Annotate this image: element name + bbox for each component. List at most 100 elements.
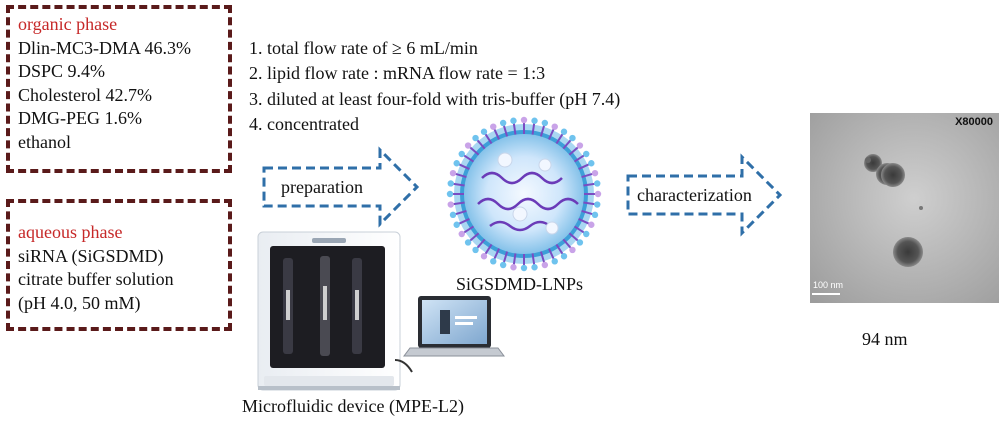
lipid-tail — [468, 146, 480, 156]
lipid-head — [520, 116, 528, 124]
microfluidic-device — [257, 231, 413, 391]
lipid-head — [541, 261, 549, 269]
lipid-tail — [581, 172, 594, 179]
lipid-tail — [512, 253, 517, 266]
lipid-tail — [578, 218, 590, 225]
process-steps: 1. total flow rate of ≥ 6 mL/min 2. lipi… — [249, 36, 620, 138]
lipid-head — [453, 221, 460, 228]
aqueous-component: siRNA (SiGSDMD) — [18, 245, 164, 266]
lipid-tail — [573, 225, 586, 234]
process-step: 2. lipid flow rate : mRNA flow rate = 1:… — [249, 63, 546, 84]
lipid-head — [560, 253, 568, 260]
lipid-head — [594, 190, 602, 198]
magnification-label: X80000 — [955, 116, 993, 128]
lipid-head — [464, 239, 472, 246]
lipid-head — [446, 190, 454, 198]
lipid-head — [594, 201, 601, 208]
lipid-tail — [468, 232, 480, 242]
lipid-head — [480, 253, 488, 260]
lipid-head — [447, 180, 454, 187]
lipid-head — [551, 258, 558, 265]
process-step: 3. diluted at least four-fold with tris-… — [249, 88, 621, 109]
aqueous-phase-box: aqueous phase siRNA (SiGSDMD) citrate bu… — [6, 199, 232, 331]
lipid-tail — [539, 124, 546, 137]
lipid-head — [576, 142, 584, 149]
lipid-head — [480, 128, 488, 135]
lnp-caption: SiGSDMD-LNPs — [456, 274, 584, 294]
lipid-tail — [476, 138, 486, 150]
lipid-head — [453, 160, 460, 167]
lipid-head — [458, 230, 465, 238]
lipid-tail — [555, 132, 564, 145]
lipid-tail — [568, 146, 580, 156]
lipid-tail — [531, 253, 536, 266]
organic-component: Dlin-MC3-DMA 46.3% — [18, 37, 192, 58]
lipid-head — [472, 134, 479, 142]
lipid-head — [499, 119, 507, 127]
preparation-label: preparation — [281, 177, 363, 197]
lipid-head — [591, 211, 599, 219]
lipid-head — [588, 160, 595, 167]
process-step: 1. total flow rate of ≥ 6 mL/min — [249, 38, 478, 58]
lipid-tail — [462, 154, 475, 163]
lipid-tail — [458, 163, 470, 170]
lipid-head — [591, 169, 599, 177]
lipid-head — [510, 117, 517, 124]
device-caption: Microfluidic device (MPE-L2) — [242, 396, 464, 416]
lipid-tail — [548, 128, 555, 140]
lipid-head — [541, 119, 549, 127]
scale-bar-label: 100 nm — [813, 280, 844, 290]
lipid-tail — [454, 209, 467, 216]
lipid-tail — [568, 232, 580, 242]
lipid-tail — [502, 251, 509, 264]
lipid-head — [531, 264, 538, 271]
lipid-tail — [562, 138, 572, 150]
lipid-tail — [531, 122, 536, 135]
lipid-tail — [573, 154, 586, 163]
lipid-tail — [512, 122, 517, 135]
lipid-tail — [539, 251, 546, 264]
organic-phase-box: organic phase Dlin-MC3-DMA 46.3% DSPC 9.… — [6, 5, 232, 173]
lipid-tail — [476, 238, 486, 250]
lipid-tail — [493, 248, 500, 260]
lipid-head — [447, 201, 454, 208]
tem-micrograph: X80000 100 nm — [810, 113, 999, 303]
lipid-tail — [484, 132, 493, 145]
organic-component: ethanol — [18, 131, 71, 152]
tem-image — [810, 113, 999, 303]
aqueous-component: citrate buffer solution — [18, 269, 174, 289]
lipid-head — [531, 117, 538, 124]
preparation-arrow — [262, 146, 420, 228]
lipid-tail — [581, 209, 594, 216]
lipid-head — [472, 246, 479, 254]
lipid-tail — [454, 172, 467, 179]
lipid-head — [490, 258, 497, 265]
organic-component: DSPC 9.4% — [18, 61, 106, 81]
aqueous-component: (pH 4.0, 50 mM) — [18, 292, 141, 313]
lipid-tail — [583, 201, 596, 206]
process-step: 4. concentrated — [249, 114, 359, 135]
lipid-head — [490, 123, 497, 130]
lipid-head — [583, 230, 590, 238]
lipid-head — [510, 264, 517, 271]
organic-component: DMG-PEG 1.6% — [18, 108, 142, 128]
lipid-tail — [555, 243, 564, 256]
lipid-head — [464, 142, 472, 149]
lipid-head — [449, 211, 457, 219]
characterization-arrow — [626, 153, 783, 237]
lipid-head — [499, 261, 507, 269]
lipid-tail — [452, 201, 465, 206]
organic-component: Cholesterol 42.7% — [18, 84, 152, 105]
lipid-tail — [484, 243, 493, 256]
lipid-head — [594, 180, 601, 187]
lipid-head — [560, 128, 568, 135]
lipid-head — [569, 246, 576, 254]
lipid-tail — [493, 128, 500, 140]
aqueous-phase-heading: aqueous phase — [18, 222, 123, 242]
lipid-tail — [458, 218, 470, 225]
lipid-head — [449, 169, 457, 177]
lnp-illustration — [446, 116, 602, 272]
lipid-tail — [502, 124, 509, 137]
laptop-icon — [403, 296, 505, 357]
